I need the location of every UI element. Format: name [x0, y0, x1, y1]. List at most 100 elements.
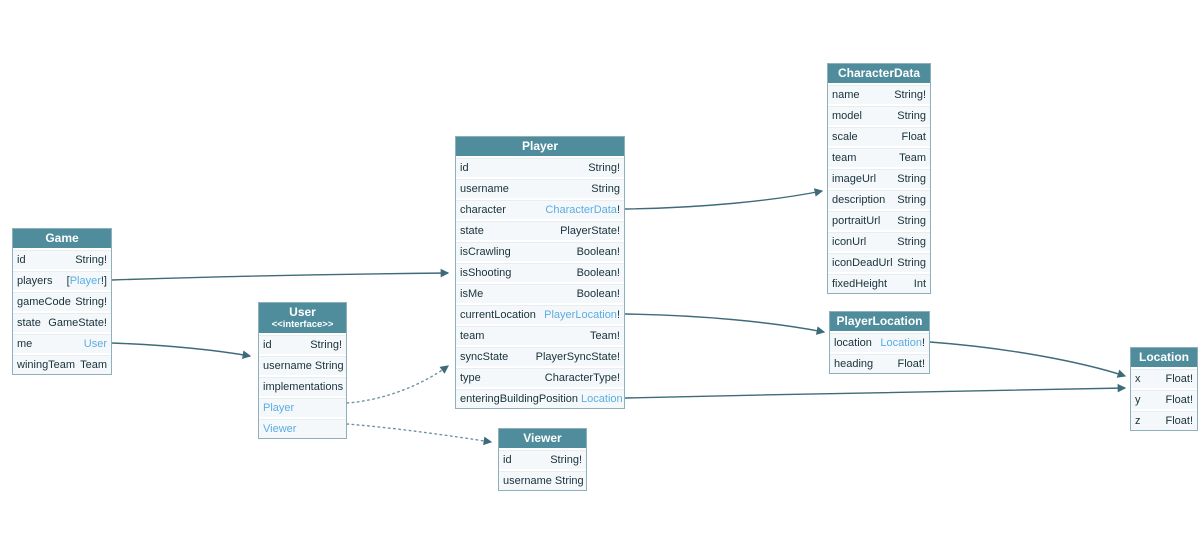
field-type: PlayerLocation!	[544, 307, 620, 324]
field-row-playerlocation-location[interactable]: location Location!	[830, 333, 929, 352]
edge-game-me-to-user	[111, 342, 252, 359]
field-name: syncState	[460, 350, 509, 363]
field-name: isShooting	[460, 266, 512, 279]
type-text: String!	[550, 453, 582, 466]
field-name: id	[17, 253, 26, 266]
type-text: String!	[894, 88, 926, 101]
type-text: PlayerSyncState!	[535, 350, 620, 363]
table-title: Location	[1139, 350, 1189, 364]
table-header-characterdata[interactable]: CharacterData	[828, 64, 930, 83]
field-row-player-syncState[interactable]: syncState PlayerSyncState!	[456, 347, 624, 366]
field-row-game-players[interactable]: players [Player!]	[13, 271, 111, 290]
field-name: id	[460, 161, 469, 174]
type-link[interactable]: Viewer	[263, 422, 297, 435]
field-type: Float	[902, 129, 926, 146]
field-name: location	[834, 336, 872, 349]
field-type: String	[897, 108, 926, 125]
field-name: iconUrl	[832, 235, 867, 248]
table-header-user[interactable]: User<<interface>>	[259, 303, 346, 333]
field-name: fixedHeight	[832, 277, 888, 290]
type-link[interactable]: CharacterData	[545, 203, 617, 216]
field-row-game-id[interactable]: id String!	[13, 250, 111, 269]
field-type: Team	[899, 150, 926, 167]
table-header-location[interactable]: Location	[1131, 348, 1197, 367]
type-text: Int	[913, 277, 926, 290]
type-link[interactable]: Player	[263, 401, 295, 414]
field-type: Location	[581, 391, 623, 408]
type-text: !]	[100, 274, 107, 287]
type-link[interactable]: Player	[69, 274, 101, 287]
type-link[interactable]: PlayerLocation	[544, 308, 617, 321]
table-title: Viewer	[523, 431, 562, 445]
field-type: Boolean!	[577, 286, 620, 303]
row-user-implementation-player[interactable]: Player	[259, 398, 346, 417]
row-user-implementations-label[interactable]: implementations	[259, 377, 346, 396]
type-text: Float!	[1165, 393, 1193, 406]
type-text: !	[921, 336, 925, 349]
row-user-implementation-viewer[interactable]: Viewer	[259, 419, 346, 438]
type-link[interactable]: Location	[880, 336, 922, 349]
field-type: String	[897, 171, 926, 188]
type-text: String	[897, 193, 926, 206]
field-type: String!	[894, 87, 926, 104]
field-type: Float!	[1165, 392, 1193, 409]
table-header-viewer[interactable]: Viewer	[499, 429, 586, 448]
field-type: String!	[75, 252, 107, 269]
type-text: [	[66, 274, 70, 287]
field-type: String!	[588, 160, 620, 177]
field-row-characterdata-fixedHeight[interactable]: fixedHeight Int	[828, 274, 930, 293]
type-link[interactable]: Location	[581, 392, 623, 405]
table-header-playerlocation[interactable]: PlayerLocation	[830, 312, 929, 331]
table-header-player[interactable]: Player	[456, 137, 624, 156]
edge-playerlocation-location-to-location	[929, 341, 1127, 378]
field-row-player-id[interactable]: id String!	[456, 158, 624, 177]
type-text: String!	[75, 253, 107, 266]
table-subtitle: <<interface>>	[271, 319, 334, 330]
type-link[interactable]: User	[83, 337, 107, 350]
type-text: !	[616, 203, 620, 216]
field-type: CharacterType!	[545, 370, 620, 387]
type-text: String!	[310, 338, 342, 351]
field-type: String	[897, 213, 926, 230]
field-name: username	[263, 359, 312, 372]
table-header-game[interactable]: Game	[13, 229, 111, 248]
field-name: isCrawling	[460, 245, 511, 258]
field-name: z	[1135, 414, 1141, 427]
field-name: players	[17, 274, 53, 287]
